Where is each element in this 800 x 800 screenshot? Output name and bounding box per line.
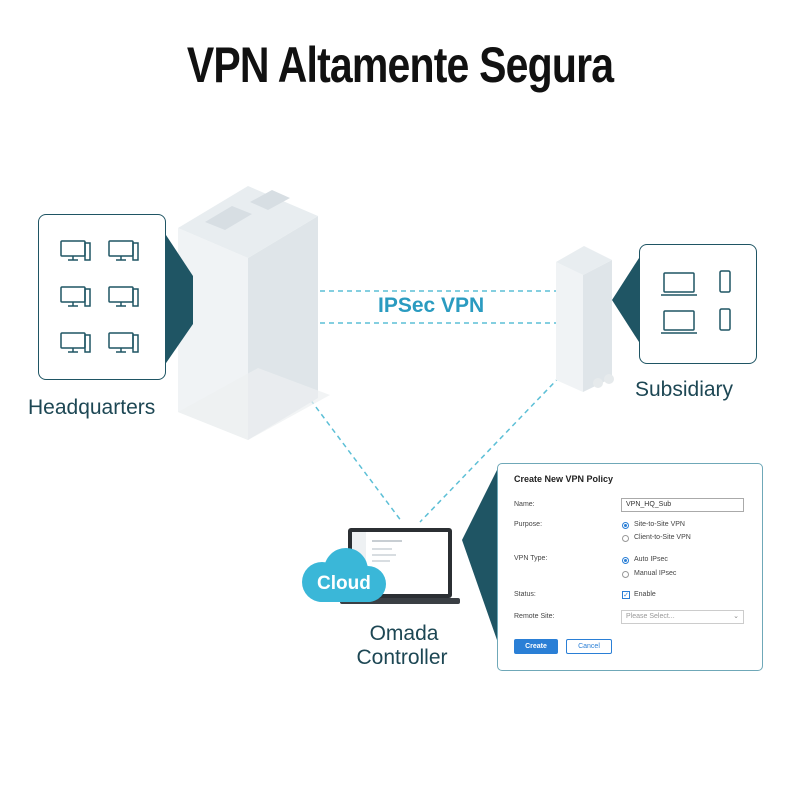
auto-ipsec-option: Auto IPsec <box>634 556 668 563</box>
cloud-icon <box>302 548 386 602</box>
enable-checkbox[interactable]: ✓ <box>622 591 630 599</box>
ipsec-vpn-label: IPSec VPN <box>374 294 489 318</box>
cancel-button[interactable]: Cancel <box>566 639 612 654</box>
create-button[interactable]: Create <box>514 639 558 654</box>
controller-label-line2: Controller <box>356 646 448 669</box>
client-to-site-radio[interactable] <box>622 535 629 542</box>
vpn-type-label: VPN Type: <box>514 555 548 562</box>
name-field[interactable]: VPN_HQ_Sub <box>621 498 744 512</box>
manual-ipsec-radio[interactable] <box>622 571 629 578</box>
desktop-computers-icon <box>60 240 139 353</box>
client-to-site-option: Client-to-Site VPN <box>634 534 691 541</box>
site-to-site-option: Site-to-Site VPN <box>634 521 685 528</box>
subsidiary-label: Subsidiary <box>635 378 734 401</box>
headquarters-label: Headquarters <box>28 396 156 419</box>
dialog-title: Create New VPN Policy <box>514 474 614 484</box>
vpn-policy-dialog: Create New VPN Policy Name: VPN_HQ_Sub P… <box>497 463 763 671</box>
remote-site-label: Remote Site: <box>514 613 555 620</box>
laptops-and-phones-icon <box>661 270 731 334</box>
manual-ipsec-option: Manual IPsec <box>634 570 677 577</box>
headquarters-building <box>178 186 330 440</box>
purpose-label: Purpose: <box>514 521 543 528</box>
headquarters-devices-panel <box>38 214 166 380</box>
subsidiary-panel-pointer <box>612 258 639 342</box>
subsidiary-devices-panel <box>639 244 757 364</box>
remote-site-select[interactable]: Please Select... ⌄ <box>621 610 744 624</box>
enable-option: Enable <box>634 591 656 598</box>
sub-controller-link <box>419 363 573 523</box>
controller-dialog-pointer <box>462 470 497 640</box>
hq-panel-pointer <box>164 232 193 366</box>
subsidiary-building <box>556 246 614 392</box>
controller-label-line1: Omada <box>369 622 439 645</box>
name-label: Name: <box>514 501 535 508</box>
page-title: VPN Altamente Segura <box>186 37 614 93</box>
status-label: Status: <box>514 591 536 598</box>
auto-ipsec-radio[interactable] <box>622 557 629 564</box>
site-to-site-radio[interactable] <box>622 522 629 529</box>
remote-site-placeholder: Please Select... <box>626 613 675 620</box>
chevron-down-icon: ⌄ <box>733 613 739 620</box>
cloud-label: Cloud <box>317 573 371 594</box>
